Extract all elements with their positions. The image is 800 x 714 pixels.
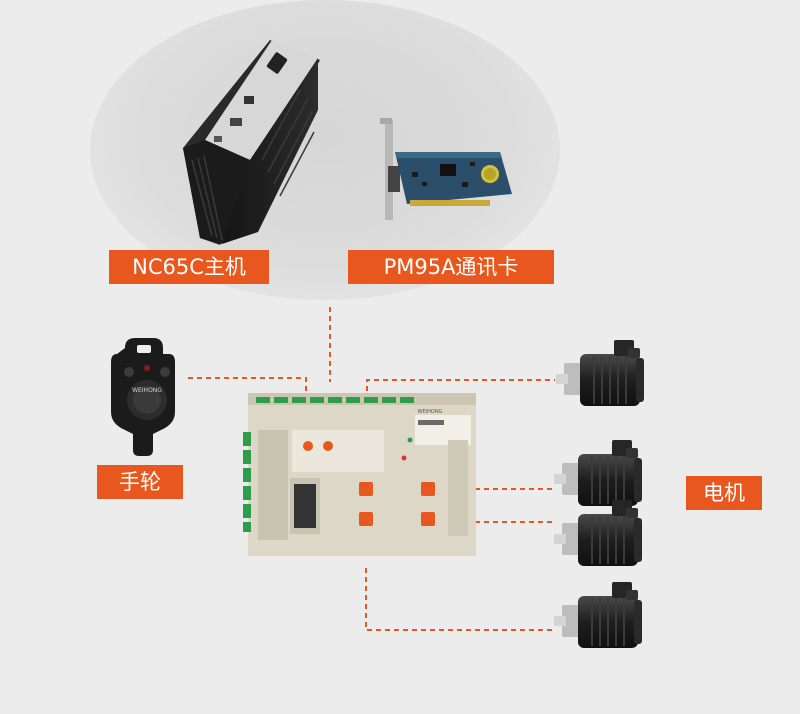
pcie-card-icon <box>380 118 512 220</box>
line-board-to-motor-4 <box>365 568 552 631</box>
servo-motor-icon <box>553 339 645 649</box>
pendant-label: 手轮 <box>119 470 161 494</box>
board-brand: WEIHONG <box>418 409 443 415</box>
host-box-icon <box>183 40 320 245</box>
host-label: NC65C主机 <box>132 255 246 279</box>
card-label: PM95A通讯卡 <box>383 255 519 279</box>
pendant-brand: WEIHONG <box>132 387 162 394</box>
motor-label: 电机 <box>703 481 745 505</box>
label-backgrounds <box>97 250 762 510</box>
controller-board-icon: WEIHONG <box>243 393 476 556</box>
handwheel-pendant-icon: WEIHONG <box>111 338 175 456</box>
